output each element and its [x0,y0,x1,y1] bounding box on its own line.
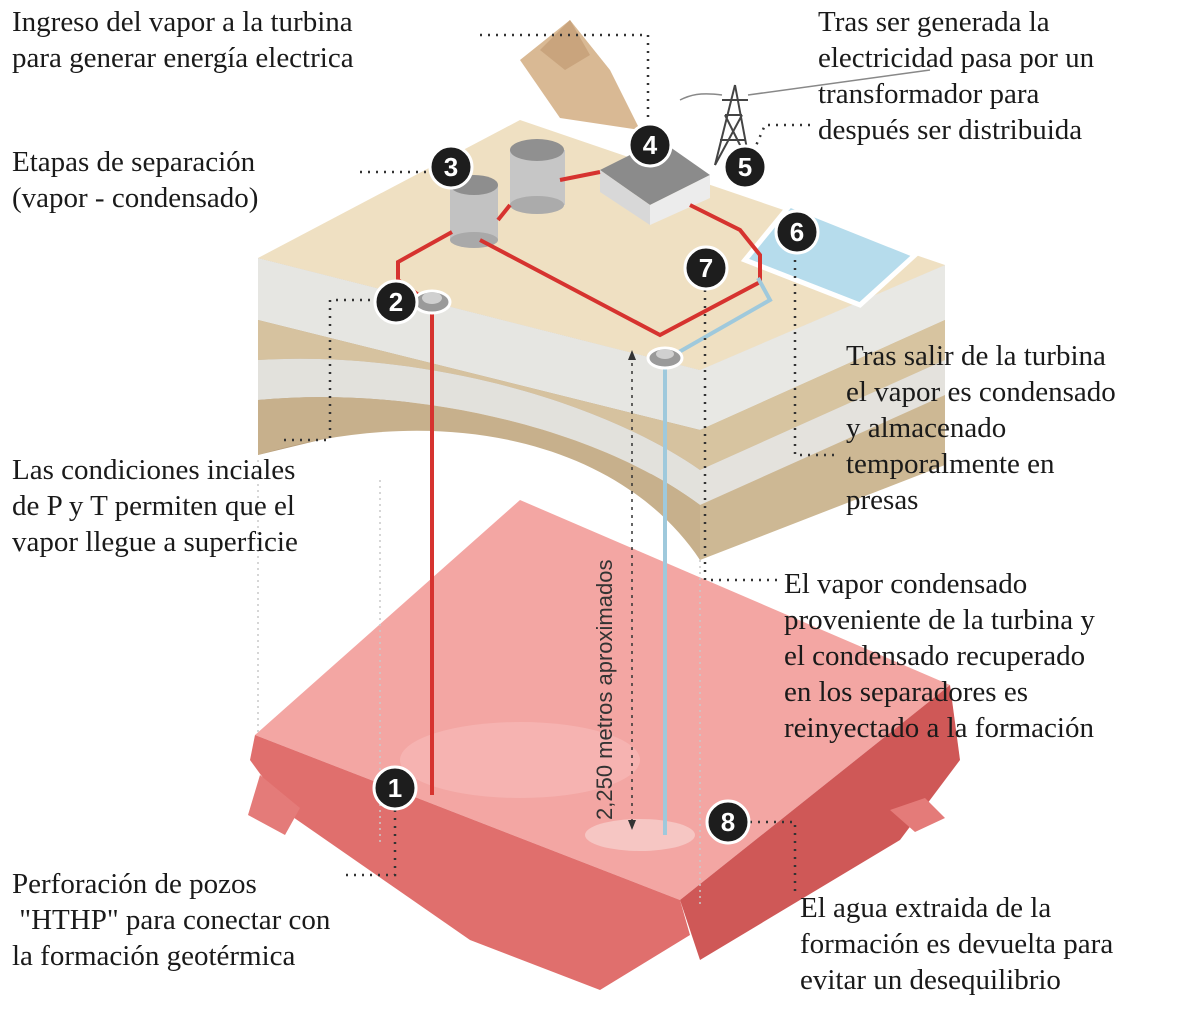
svg-text:5: 5 [738,152,752,182]
hot-steam-pipes [396,170,762,795]
annotation-line: proveniente de la turbina y [784,604,1095,636]
annotation-line: electricidad pasa por un [818,42,1095,74]
annotation-line: formación es devuelta para [800,928,1114,960]
svg-text:3: 3 [444,152,458,182]
production-wellhead [412,289,452,315]
annotation-line: y almacenado [846,412,1007,444]
leader-lines [280,33,840,895]
marker-8: 8 [705,799,751,845]
marker-2: 2 [373,279,419,325]
annotation-line: de P y T permiten que el [12,490,295,522]
depth-indicator: 2,250 metros aproximados [592,350,636,830]
annotation-line: la formación geotérmica [12,940,296,972]
annotation-line: El agua extraida de la [800,892,1052,924]
annotation-line: Ingreso del vapor a la turbina [12,6,353,38]
annotation-line: Etapas de separación [12,146,256,178]
depth-label: 2,250 metros aproximados [592,560,617,820]
annotation-line: transformador para [818,78,1040,110]
annotation-line: Tras ser generada la [818,6,1050,38]
annotation-line: reinyectado a la formación [784,712,1094,744]
svg-text:1: 1 [388,773,402,803]
annotation-line: temporalmente en [846,448,1055,480]
svg-text:8: 8 [721,807,735,837]
geothermal-formation [248,500,960,990]
annotation-line: en los separadores es [784,676,1028,708]
annotation-line: evitar un desequilibrio [800,964,1061,996]
svg-text:2: 2 [389,287,403,317]
annotation-separation: Etapas de separación (vapor - condensado… [12,144,258,216]
annotation-line: El vapor condensado [784,568,1028,600]
annotation-line: Tras salir de la turbina [846,340,1106,372]
surface-block [258,20,945,560]
annotation-drilling: Perforación de pozos "HTHP" para conecta… [12,866,330,974]
annotation-water-return: El agua extraida de la formación es devu… [800,890,1113,998]
annotation-line: Perforación de pozos [12,868,257,900]
svg-text:4: 4 [643,130,658,160]
annotation-line: para generar energía electrica [12,42,354,74]
marker-6: 6 [774,209,820,255]
injection-wellhead [646,346,684,370]
annotation-turbine-inlet: Ingreso del vapor a la turbina para gene… [12,4,354,76]
annotation-condensation: Tras salir de la turbina el vapor es con… [846,338,1116,518]
annotation-line: el condensado recuperado [784,640,1086,672]
annotation-reinjection: El vapor condensado proveniente de la tu… [784,566,1095,746]
reinjection-pipes [663,277,773,835]
marker-3: 3 [428,144,474,190]
annotation-line: presas [846,484,919,516]
turbine-building [600,140,710,225]
guide-lines [257,460,701,905]
annotation-line: vapor llegue a superficie [12,526,298,558]
annotation-line: "HTHP" para conectar con [12,904,331,936]
annotation-line: el vapor es condensado [846,376,1116,408]
annotation-initial-conditions: Las condiciones inciales de P y T permit… [12,452,298,560]
svg-text:7: 7 [699,253,713,283]
marker-1: 1 [372,765,418,811]
annotation-line: Las condiciones inciales [12,454,296,486]
marker-5: 5 [722,144,768,190]
svg-text:6: 6 [790,217,804,247]
annotation-line: después ser distribuida [818,114,1083,146]
annotation-transformer: Tras ser generada la electricidad pasa p… [818,4,1094,148]
marker-4: 4 [627,122,673,168]
annotation-line: (vapor - condensado) [12,182,259,214]
marker-7: 7 [683,245,729,291]
